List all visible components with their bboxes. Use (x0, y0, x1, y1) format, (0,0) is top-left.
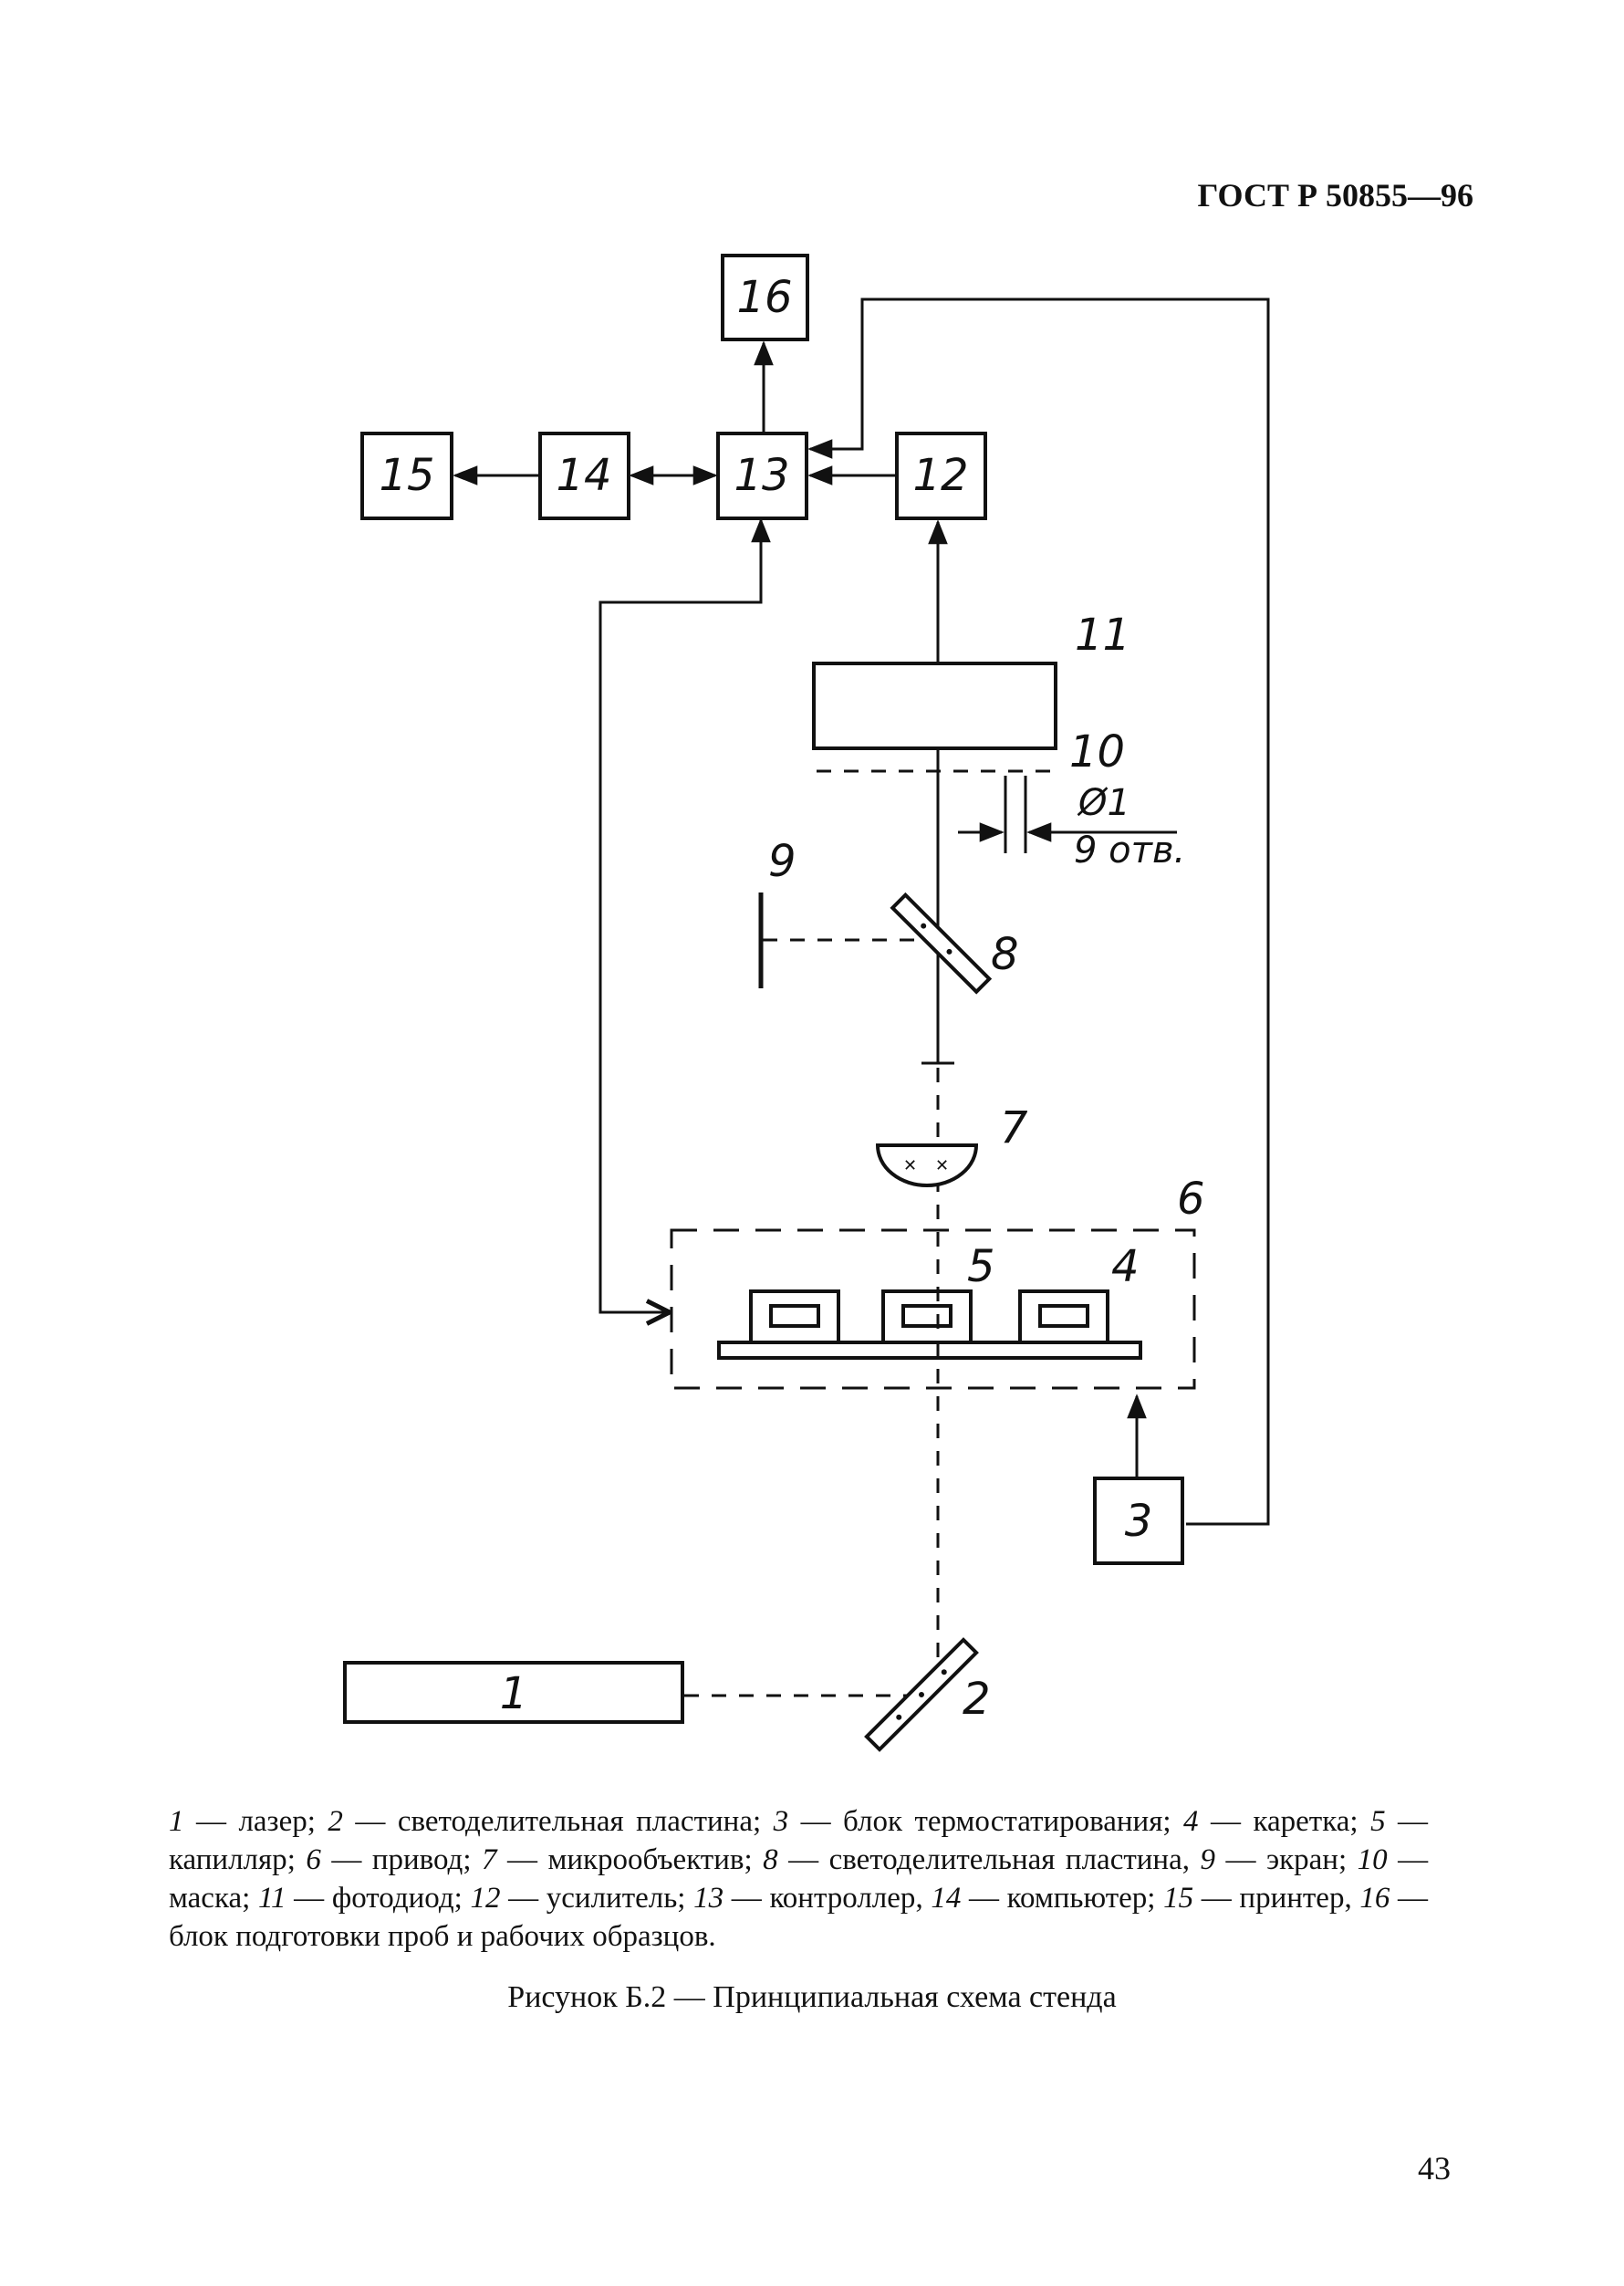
block-15-label: 15 (379, 450, 434, 501)
link-3-13 (807, 297, 1270, 1526)
mask-holes: 9 отв. (1074, 830, 1185, 872)
mask-diameter: Ø1 (1077, 782, 1130, 824)
legend-item: 13 — контроллер, (693, 1882, 923, 1915)
legend-item: 7 — микрообъектив; (481, 1843, 753, 1876)
figure-caption: Рисунок Б.2 — Принципиальная схема стенд… (507, 1980, 1117, 2014)
block-12-label: 12 (912, 450, 968, 501)
micro-objective-7: ✕ ✕ (875, 1143, 979, 1187)
block-3 (1093, 1477, 1184, 1565)
label-2: 2 (963, 1674, 991, 1725)
carriage-4 (717, 1289, 1142, 1360)
legend-item: 2 — светоделительная пластина; (328, 1805, 762, 1838)
svg-text:✕: ✕ (935, 1156, 949, 1175)
legend-item: 4 — каретка; (1183, 1805, 1359, 1838)
standard-header: ГОСТ Р 50855—96 (1197, 177, 1473, 214)
block-3-label: 3 (1125, 1496, 1153, 1547)
legend-item: 8 — светоделительная пластина, (763, 1843, 1190, 1876)
actuator-6 (670, 1228, 1196, 1390)
schematic-diagram: ✕ ✕ 16 15 14 13 12 3 1 11 10 Ø1 9 отв. 9… (343, 254, 1270, 1752)
block-14-label: 14 (556, 450, 611, 501)
legend-item: 1 — лазер; (169, 1805, 316, 1838)
capillary-left (749, 1289, 840, 1344)
capillary-right (1018, 1289, 1109, 1344)
legend-item: 10 — маска; (169, 1843, 1429, 1915)
label-7: 7 (1000, 1102, 1028, 1153)
beam-splitter-8 (890, 892, 993, 995)
svg-text:✕: ✕ (903, 1156, 917, 1175)
legend-item: 11 — фотодиод; (257, 1882, 463, 1915)
block-16 (721, 254, 809, 341)
legend-item: 14 — компьютер; (931, 1882, 1156, 1915)
label-11: 11 (1075, 610, 1130, 661)
legend-item: 9 — экран; (1200, 1843, 1348, 1876)
label-6: 6 (1177, 1174, 1205, 1225)
photodiode-11 (812, 662, 1057, 750)
label-9: 9 (768, 836, 796, 887)
legend-item: 3 — блок термостатирования; (773, 1805, 1171, 1838)
legend-item: 6 — привод; (306, 1843, 472, 1876)
label-10: 10 (1069, 726, 1125, 778)
page-number: 43 (1418, 2150, 1451, 2187)
label-4: 4 (1111, 1241, 1140, 1292)
link-13-6 (599, 543, 763, 1312)
legend-item: 15 — принтер, (1163, 1882, 1352, 1915)
block-15 (360, 432, 453, 520)
laser-1 (343, 1661, 684, 1724)
block-13-label: 13 (734, 450, 789, 501)
label-5: 5 (967, 1241, 995, 1292)
legend-item: 12 — усилитель; (470, 1882, 686, 1915)
block-1-label: 1 (500, 1668, 528, 1719)
beam-splitter-2 (864, 1637, 979, 1752)
capillary-5 (881, 1289, 973, 1344)
legend-item: 5 — капилляр; (169, 1805, 1429, 1876)
figure-legend: 1 — лазер; 2 — светоделительная пластина… (169, 1802, 1428, 1956)
label-8: 8 (991, 929, 1019, 980)
block-16-label: 16 (736, 272, 792, 323)
legend-item: 16 — блок подготовки проб и рабочих обра… (169, 1882, 1429, 1953)
